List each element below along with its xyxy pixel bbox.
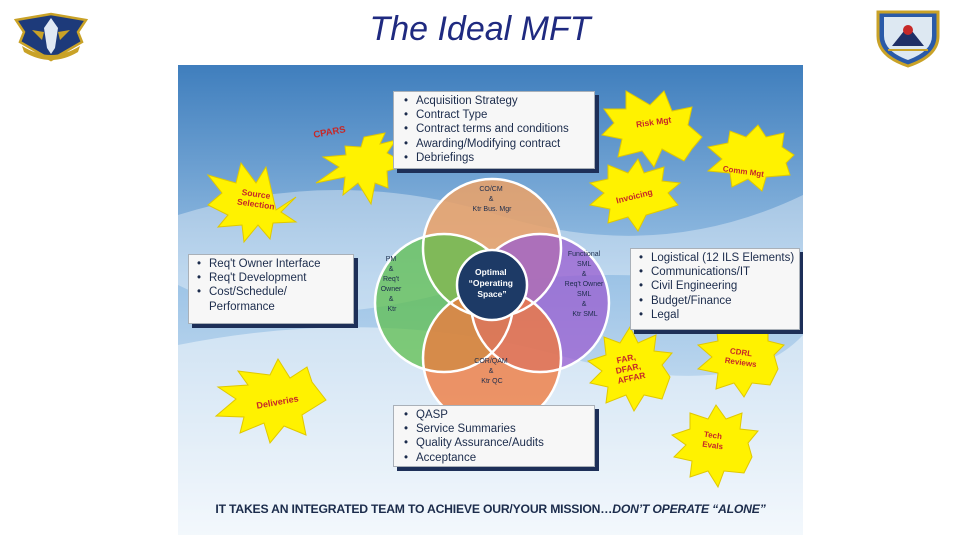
page-title: The Ideal MFT xyxy=(369,10,591,48)
box-contracting-duties: Acquisition Strategy Contract Type Contr… xyxy=(393,91,595,169)
box-quality-duties: QASP Service Summaries Quality Assurance… xyxy=(393,405,595,467)
burst-cdrl-label: CDRL Reviews xyxy=(724,346,759,369)
list-item: Logistical (12 ILS Elements) xyxy=(639,251,795,265)
list-item: Communications/IT xyxy=(639,265,795,279)
circle-quality xyxy=(423,289,561,427)
burst-tech-evals-label: Tech Evals xyxy=(702,430,726,452)
list-item: Civil Engineering xyxy=(639,279,795,293)
banner-emphasis-text: DON’T OPERATE “ALONE” xyxy=(612,502,766,516)
list-item: Legal xyxy=(639,308,795,322)
list-item: Debriefings xyxy=(404,151,590,165)
command-emblem-icon xyxy=(13,12,89,62)
optimal-operating-space xyxy=(455,248,529,322)
burst-source-selection xyxy=(206,161,298,244)
circle-top-label: CO/CM & Ktr Bus. Mgr xyxy=(473,186,513,213)
burst-deliveries xyxy=(214,357,327,445)
burst-cdrl xyxy=(696,316,785,398)
list-item: Budget/Finance xyxy=(639,294,795,308)
burst-risk-mgt-label: Risk Mgt xyxy=(635,115,672,130)
burst-tech-evals xyxy=(670,404,759,489)
burst-cpars xyxy=(315,132,410,206)
list-item: Contract terms and conditions xyxy=(404,122,590,136)
circle-left-label: PM & Req't Owner & Ktr xyxy=(381,256,404,313)
banner-main-text: IT TAKES AN INTEGRATED TEAM TO ACHIEVE O… xyxy=(215,502,613,516)
burst-invoicing xyxy=(588,157,682,232)
burst-comm-mgt xyxy=(706,124,795,192)
list-item: QASP xyxy=(404,408,590,422)
circle-bottom-label: COR/QAM & Ktr QC xyxy=(474,358,509,385)
box-program-duties: Req't Owner Interface Req't Development … xyxy=(188,254,354,324)
burst-risk-mgt xyxy=(600,90,703,168)
list-item-continuation: Performance xyxy=(209,300,275,313)
mft-diagram-panel: CO/CM & Ktr Bus. Mgr PM & Req't Owner & … xyxy=(178,65,803,535)
list-item: Quality Assurance/Audits xyxy=(404,436,590,450)
list-item: Cost/Schedule/ xyxy=(197,285,351,299)
mission-banner: IT TAKES AN INTEGRATED TEAM TO ACHIEVE O… xyxy=(178,502,803,516)
burst-far-label: FAR, DFAR, AFFAR xyxy=(612,350,646,385)
center-label: Optimal “Operating Space” xyxy=(469,267,516,299)
burst-far xyxy=(586,325,673,413)
circle-right-label: Functional SML & Req't Owner SML & Ktr S… xyxy=(565,251,606,318)
list-item: Service Summaries xyxy=(404,422,590,436)
shield-emblem-icon xyxy=(876,10,940,68)
list-item: Req't Owner Interface xyxy=(197,257,351,271)
list-item: Awarding/Modifying contract xyxy=(404,137,590,151)
list-item: Acceptance xyxy=(404,451,590,465)
list-item: Req't Development xyxy=(197,271,351,285)
list-item: Acquisition Strategy xyxy=(404,94,590,108)
box-functional-duties: Logistical (12 ILS Elements) Communicati… xyxy=(630,248,800,330)
list-item: Contract Type xyxy=(404,108,590,122)
